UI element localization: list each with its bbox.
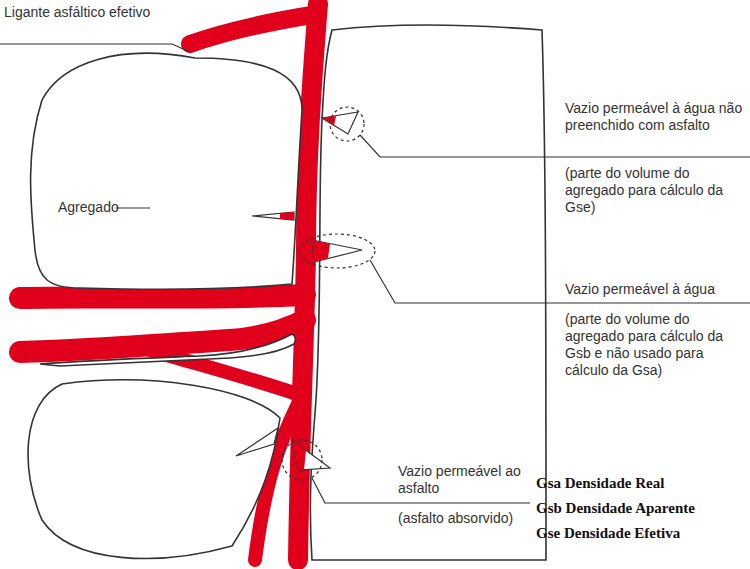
- aggregate-label: Agregado: [58, 199, 114, 216]
- leader-line: [0, 44, 750, 503]
- density-term: Gsa Densidade Real: [536, 474, 664, 492]
- binder-label: Ligante asfáltico efetivo: [4, 4, 164, 21]
- pore: [236, 112, 362, 470]
- binder: [20, 4, 318, 560]
- void-label: Vazio permeável à água: [565, 281, 745, 298]
- dashed-marker: [282, 107, 375, 480]
- void-note: (parte do volume do agregado para cálcul…: [565, 165, 745, 216]
- density-term: Gse Densidade Efetiva: [536, 524, 680, 542]
- void-label: Vazio permeável à água não preenchido co…: [565, 100, 745, 134]
- void-label: Vazio permeável ao asfalto: [398, 463, 528, 497]
- void-note: (parte do volume do agregado para cálcul…: [565, 311, 745, 379]
- aggregate: [28, 25, 546, 560]
- density-term: Gsb Densidade Aparente: [536, 499, 695, 517]
- void-note: (asfalto absorvido): [398, 510, 538, 527]
